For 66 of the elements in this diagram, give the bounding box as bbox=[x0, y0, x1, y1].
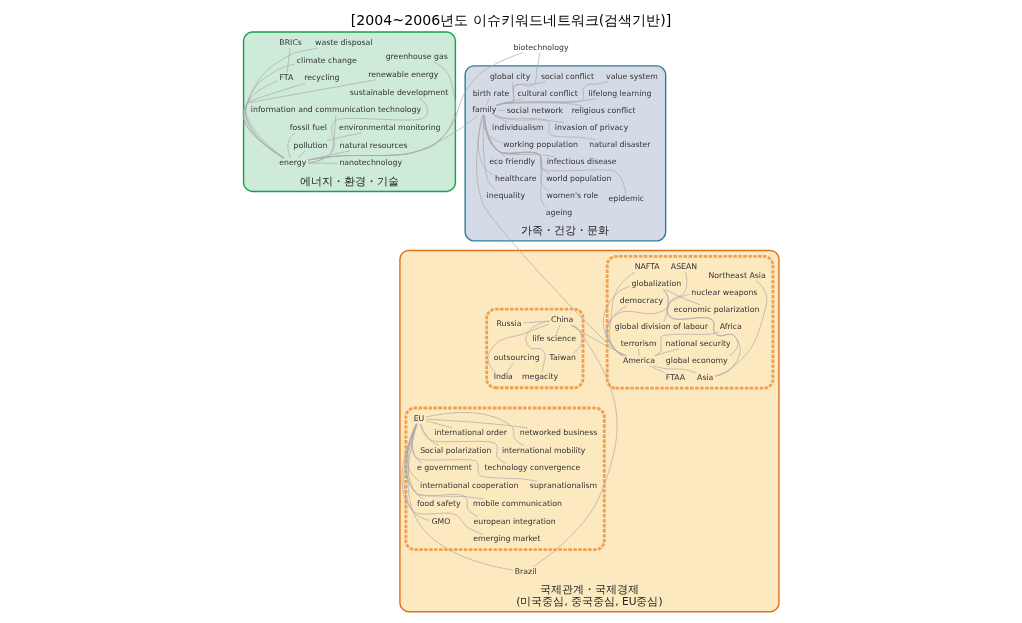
connector bbox=[407, 423, 424, 500]
connector bbox=[405, 423, 479, 517]
connector bbox=[497, 110, 506, 111]
connector bbox=[525, 320, 550, 373]
connector bbox=[287, 132, 296, 159]
connector bbox=[483, 115, 549, 192]
connector bbox=[412, 423, 423, 464]
connector bbox=[245, 63, 296, 159]
connector bbox=[603, 285, 631, 357]
connector bbox=[419, 423, 506, 464]
connector bbox=[638, 348, 640, 357]
connector bbox=[484, 114, 506, 158]
connector bbox=[411, 423, 538, 482]
connector bbox=[483, 115, 548, 209]
connector bbox=[487, 323, 550, 373]
connector bbox=[286, 47, 291, 74]
connector bbox=[483, 115, 556, 158]
connector bbox=[307, 97, 429, 164]
connector bbox=[244, 80, 286, 159]
connector bbox=[662, 288, 739, 357]
connector bbox=[665, 288, 701, 306]
connector bbox=[663, 289, 669, 323]
connector bbox=[425, 420, 453, 429]
connector bbox=[495, 101, 583, 107]
connector bbox=[572, 324, 583, 354]
connector bbox=[533, 324, 618, 567]
connector bbox=[403, 423, 430, 521]
connector bbox=[405, 423, 485, 500]
connector bbox=[483, 115, 550, 175]
connector bbox=[425, 412, 525, 447]
connector bbox=[425, 418, 529, 429]
connector bbox=[653, 365, 696, 374]
connector bbox=[486, 98, 490, 106]
connector bbox=[605, 293, 690, 357]
connector bbox=[420, 423, 440, 447]
connector bbox=[483, 115, 627, 194]
connector bbox=[506, 363, 514, 373]
connector bbox=[654, 348, 680, 357]
connector bbox=[297, 150, 306, 159]
connector bbox=[495, 98, 597, 106]
connector bbox=[523, 320, 550, 324]
connector bbox=[649, 365, 666, 374]
connector bbox=[569, 324, 628, 357]
connector bbox=[476, 114, 626, 357]
connector bbox=[245, 47, 319, 159]
connector bbox=[494, 114, 565, 124]
connector bbox=[494, 114, 596, 141]
diagram-title: [2004~2006년도 이슈키워드네트워크(검색기반)] bbox=[350, 12, 672, 29]
connector bbox=[714, 280, 768, 377]
connector bbox=[326, 132, 362, 141]
connector bbox=[493, 114, 509, 124]
connector bbox=[243, 83, 306, 159]
connector bbox=[406, 423, 420, 482]
connector bbox=[666, 272, 741, 377]
connector bbox=[495, 81, 610, 106]
connector bbox=[307, 115, 337, 164]
connector bbox=[497, 52, 541, 106]
connector bbox=[483, 115, 503, 144]
connector bbox=[556, 324, 561, 335]
connector bbox=[307, 162, 339, 164]
connector bbox=[401, 423, 484, 535]
connector bbox=[655, 331, 720, 357]
connector bbox=[407, 423, 514, 571]
connector bbox=[307, 52, 524, 161]
connector bbox=[242, 79, 376, 159]
connector bbox=[477, 115, 494, 176]
